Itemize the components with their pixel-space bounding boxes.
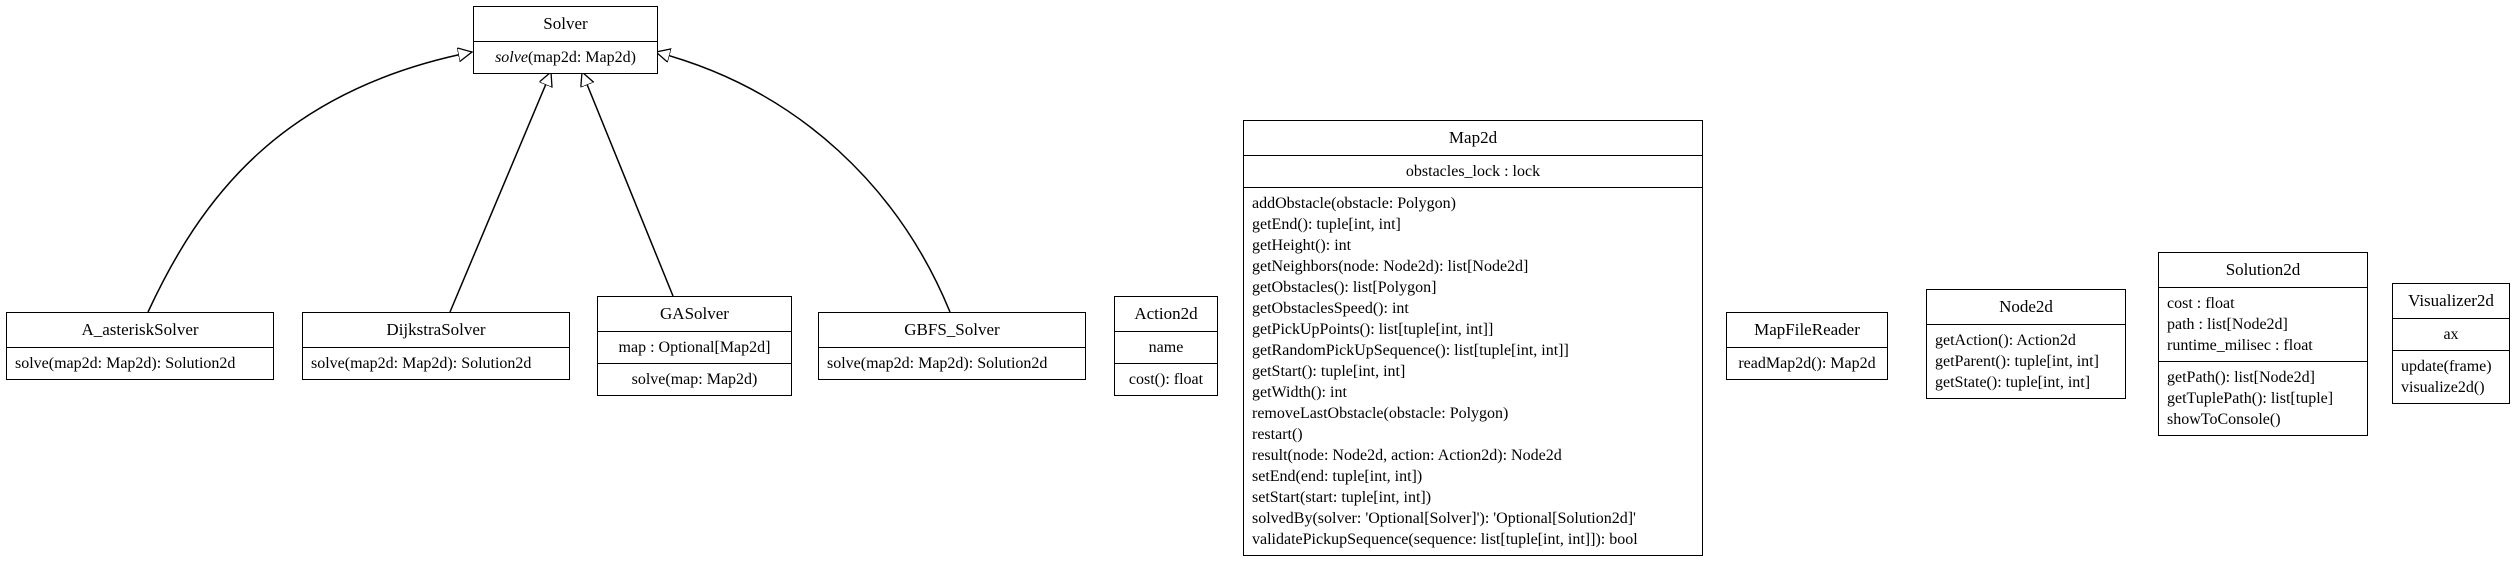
method-list: solve(map2d: Map2d): Solution2d [7, 347, 273, 379]
edge-dijkstra-to-solver [449, 72, 551, 313]
attribute: path : list[Node2d] [2167, 316, 2288, 333]
method: solve(map: Map2d) [631, 371, 758, 388]
class-ga-solver: GASolver map : Optional[Map2d] solve(map… [597, 296, 792, 396]
method: getPath(): list[Node2d] [2167, 369, 2315, 386]
method: setStart(start: tuple[int, int]) [1252, 489, 1432, 506]
class-node2d: Node2d getAction(): Action2d getParent()… [1926, 289, 2126, 399]
method: getState(): tuple[int, int] [1935, 374, 2091, 391]
method: visualize2d() [2401, 379, 2485, 396]
class-mapfilereader: MapFileReader readMap2d(): Map2d [1726, 312, 1888, 380]
class-name: Solver [543, 14, 588, 33]
attribute-list: ax [2393, 318, 2509, 350]
method-list: solve(map2d: Map2d): Solution2d [303, 347, 569, 379]
method-list: solve(map2d: Map2d) [474, 41, 657, 73]
method: result(node: Node2d, action: Action2d): … [1252, 447, 1562, 464]
method: addObstacle(obstacle: Polygon) [1252, 195, 1456, 212]
attribute: name [1148, 339, 1184, 356]
method: removeLastObstacle(obstacle: Polygon) [1252, 405, 1509, 422]
method: getWidth(): int [1252, 384, 1347, 401]
method: update(frame) [2401, 358, 2492, 375]
class-solver: Solver solve(map2d: Map2d) [473, 6, 658, 74]
method: getAction(): Action2d [1935, 332, 2076, 349]
method-list: getPath(): list[Node2d] getTuplePath(): … [2159, 361, 2367, 435]
class-gbfs-solver: GBFS_Solver solve(map2d: Map2d): Solutio… [818, 312, 1086, 380]
class-name: GASolver [660, 304, 729, 323]
method-list: solve(map2d: Map2d): Solution2d [819, 347, 1085, 379]
method: getStart(): tuple[int, int] [1252, 363, 1406, 380]
method-list: getAction(): Action2d getParent(): tuple… [1927, 324, 2125, 398]
method: cost(): float [1128, 371, 1204, 388]
method-list: readMap2d(): Map2d [1727, 347, 1887, 379]
edge-a-asterisk-to-solver [147, 52, 472, 313]
method: solve(map2d: Map2d): Solution2d [827, 355, 1048, 372]
attribute: runtime_milisec : float [2167, 337, 2313, 354]
class-name: Action2d [1134, 304, 1198, 323]
method-list: solve(map: Map2d) [598, 363, 791, 395]
class-name: Node2d [1999, 297, 2053, 316]
method: solvedBy(solver: 'Optional[Solver]'): 'O… [1252, 510, 1636, 527]
method: getObstaclesSpeed(): int [1252, 300, 1409, 317]
class-name: DijkstraSolver [386, 320, 486, 339]
class-action2d: Action2d name cost(): float [1114, 296, 1218, 396]
method: solve(map2d: Map2d): Solution2d [15, 355, 236, 372]
method-list: update(frame) visualize2d() [2393, 350, 2509, 403]
attribute: cost : float [2167, 295, 2235, 312]
method-list: addObstacle(obstacle: Polygon) getEnd():… [1244, 187, 1702, 555]
method: getEnd(): tuple[int, int] [1252, 216, 1401, 233]
class-solution2d: Solution2d cost : float path : list[Node… [2158, 252, 2368, 436]
method: getNeighbors(node: Node2d): list[Node2d] [1252, 258, 1529, 275]
method: getParent(): tuple[int, int] [1935, 353, 2099, 370]
edge-gbfs-to-solver [656, 52, 951, 313]
method-signature: (map2d: Map2d) [527, 49, 636, 66]
attribute-list: cost : float path : list[Node2d] runtime… [2159, 287, 2367, 361]
class-a-asterisk-solver: A_asteriskSolver solve(map2d: Map2d): So… [6, 312, 274, 380]
class-name: Solution2d [2225, 260, 2301, 279]
class-name: GBFS_Solver [904, 320, 1000, 339]
attribute-list: map : Optional[Map2d] [598, 331, 791, 363]
attribute: obstacles_lock : lock [1405, 163, 1541, 180]
abstract-method-name: solve [495, 49, 528, 66]
attribute-list: name [1115, 331, 1217, 363]
method: getPickUpPoints(): list[tuple[int, int]] [1252, 321, 1494, 338]
method: getHeight(): int [1252, 237, 1352, 254]
method: getObstacles(): list[Polygon] [1252, 279, 1437, 296]
method: getTuplePath(): list[tuple] [2167, 390, 2334, 407]
method: getRandomPickUpSequence(): list[tuple[in… [1252, 342, 1569, 359]
class-map2d: Map2d obstacles_lock : lock addObstacle(… [1243, 120, 1703, 556]
method: restart() [1252, 426, 1303, 443]
method: solve(map2d: Map2d): Solution2d [311, 355, 532, 372]
attribute: ax [2443, 326, 2459, 343]
class-name: Map2d [1448, 128, 1498, 147]
class-name: MapFileReader [1754, 320, 1860, 339]
class-name: A_asteriskSolver [81, 320, 199, 339]
attribute-list: obstacles_lock : lock [1244, 155, 1702, 187]
class-name: Visualizer2d [2408, 291, 2494, 310]
attribute: map : Optional[Map2d] [618, 339, 771, 356]
class-visualizer2d: Visualizer2d ax update(frame) visualize2… [2392, 283, 2510, 404]
method: validatePickupSequence(sequence: list[tu… [1252, 531, 1638, 548]
edge-ga-to-solver [582, 72, 674, 297]
method: showToConsole() [2167, 411, 2281, 428]
class-dijkstra-solver: DijkstraSolver solve(map2d: Map2d): Solu… [302, 312, 570, 380]
method: readMap2d(): Map2d [1738, 355, 1876, 372]
method: setEnd(end: tuple[int, int]) [1252, 468, 1423, 485]
method-list: cost(): float [1115, 363, 1217, 395]
